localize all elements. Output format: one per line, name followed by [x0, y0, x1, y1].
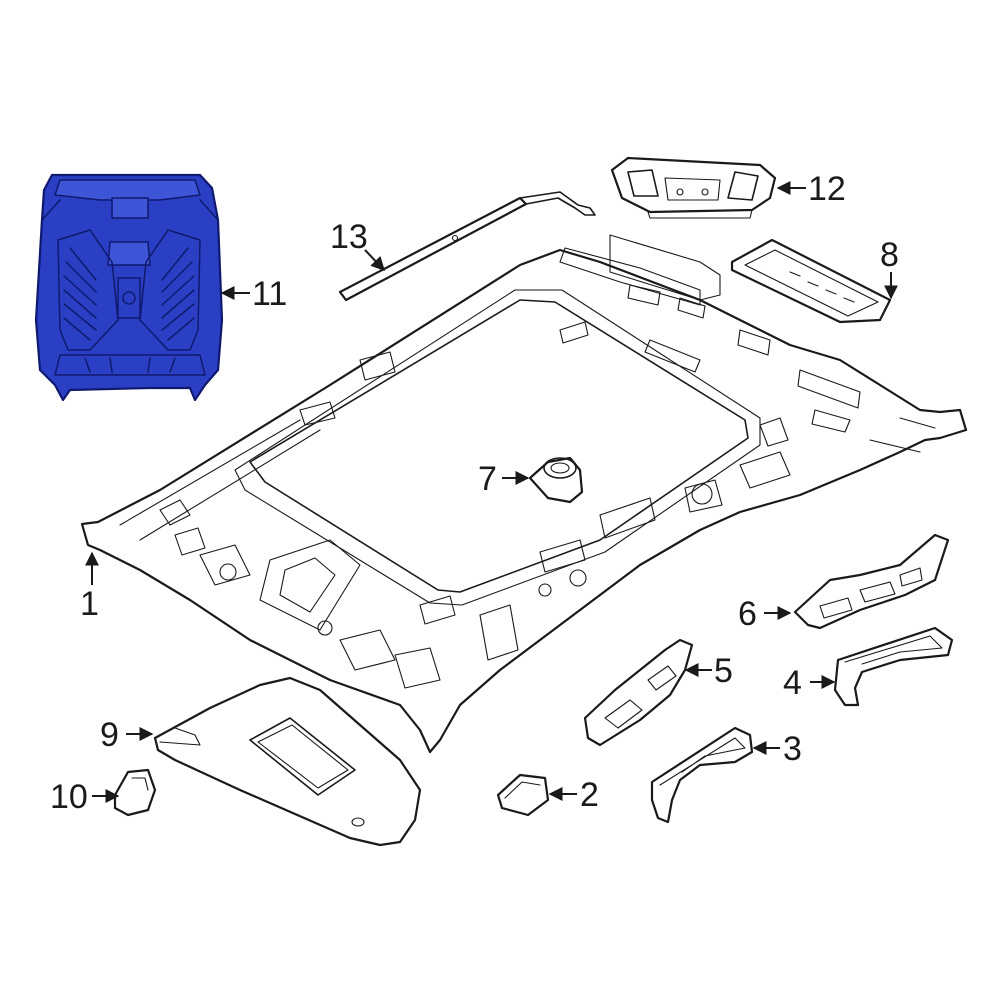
svg-text:12: 12	[808, 170, 846, 208]
callout-5: 5	[684, 652, 733, 690]
grab-handle-part-3[interactable]	[650, 726, 754, 824]
svg-text:2: 2	[580, 776, 599, 814]
dome-part-7[interactable]	[528, 456, 584, 504]
callout-4: 4	[783, 664, 836, 702]
bracket-part-6[interactable]	[793, 533, 950, 630]
svg-text:4: 4	[783, 664, 802, 702]
callout-9: 9	[100, 716, 154, 754]
highlighted-panel-part-11[interactable]	[34, 173, 224, 402]
callout-12: 12	[776, 170, 846, 208]
callout-6: 6	[738, 595, 792, 633]
svg-text:8: 8	[880, 236, 899, 274]
callout-7: 7	[478, 460, 530, 498]
svg-text:13: 13	[330, 218, 368, 256]
console-part-12[interactable]	[610, 156, 777, 219]
svg-text:1: 1	[80, 585, 99, 623]
clip-part-2[interactable]	[496, 773, 550, 817]
grab-handle-part-4[interactable]	[833, 626, 954, 707]
strip-part-13[interactable]	[338, 191, 596, 302]
callout-2: 2	[548, 776, 599, 814]
headliner-part-1[interactable]	[80, 234, 968, 754]
bracket-part-5[interactable]	[583, 638, 694, 747]
svg-text:5: 5	[714, 652, 733, 690]
svg-text:3: 3	[783, 730, 802, 768]
svg-text:11: 11	[252, 275, 287, 313]
callout-10: 10	[50, 778, 120, 816]
callout-8: 8	[880, 236, 899, 300]
callout-11: 11	[220, 275, 287, 313]
callout-13: 13	[330, 218, 385, 272]
svg-text:6: 6	[738, 595, 757, 633]
svg-text:9: 9	[100, 716, 119, 754]
sun-visor-part-9[interactable]	[153, 676, 422, 847]
callout-1: 1	[80, 551, 99, 623]
callout-3: 3	[752, 730, 802, 768]
hook-part-10[interactable]	[113, 768, 157, 817]
svg-text:10: 10	[50, 778, 88, 816]
tray-part-8[interactable]	[730, 238, 892, 324]
svg-text:7: 7	[478, 460, 497, 498]
